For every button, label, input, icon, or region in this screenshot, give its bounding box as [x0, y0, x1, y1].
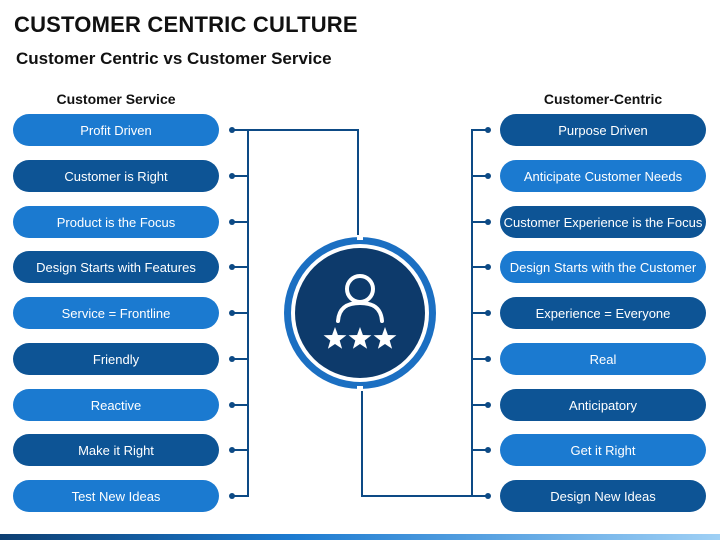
customer-centric-item: Anticipatory	[500, 389, 706, 421]
right-connector-dots	[485, 127, 491, 499]
customer-centric-item: Customer Experience is the Focus	[500, 206, 706, 238]
customer-service-item: Reactive	[13, 389, 219, 421]
customer-centric-item: Design New Ideas	[500, 480, 706, 512]
hub-inner-circle	[295, 248, 425, 378]
customer-service-item: Product is the Focus	[13, 206, 219, 238]
person-icon	[336, 274, 384, 323]
rating-stars-icon	[323, 327, 397, 349]
customer-service-item: Service = Frontline	[13, 297, 219, 329]
customer-service-heading: Customer Service	[56, 91, 176, 107]
customer-service-item: Friendly	[13, 343, 219, 375]
left-connector-tree	[233, 129, 359, 497]
customer-centric-item: Experience = Everyone	[500, 297, 706, 329]
customer-rating-icon	[323, 274, 397, 349]
central-hub	[284, 235, 436, 391]
customer-service-item: Customer is Right	[13, 160, 219, 192]
customer-service-item: Test New Ideas	[13, 480, 219, 512]
customer-service-item: Profit Driven	[13, 114, 219, 146]
customer-service-item: Design Starts with Features	[13, 251, 219, 283]
customer-service-item: Make it Right	[13, 434, 219, 466]
customer-centric-item: Design Starts with the Customer	[500, 251, 706, 283]
right-connector-tree	[361, 129, 487, 497]
page-subtitle: Customer Centric vs Customer Service	[16, 49, 332, 68]
page-title: CUSTOMER CENTRIC CULTURE	[14, 12, 358, 37]
customer-centric-item: Purpose Driven	[500, 114, 706, 146]
left-connector-dots	[229, 127, 235, 499]
customer-centric-item: Anticipate Customer Needs	[500, 160, 706, 192]
customer-centric-item: Real	[500, 343, 706, 375]
customer-centric-item: Get it Right	[500, 434, 706, 466]
customer-centric-heading: Customer-Centric	[543, 91, 663, 107]
bottom-accent-bar	[0, 534, 720, 540]
